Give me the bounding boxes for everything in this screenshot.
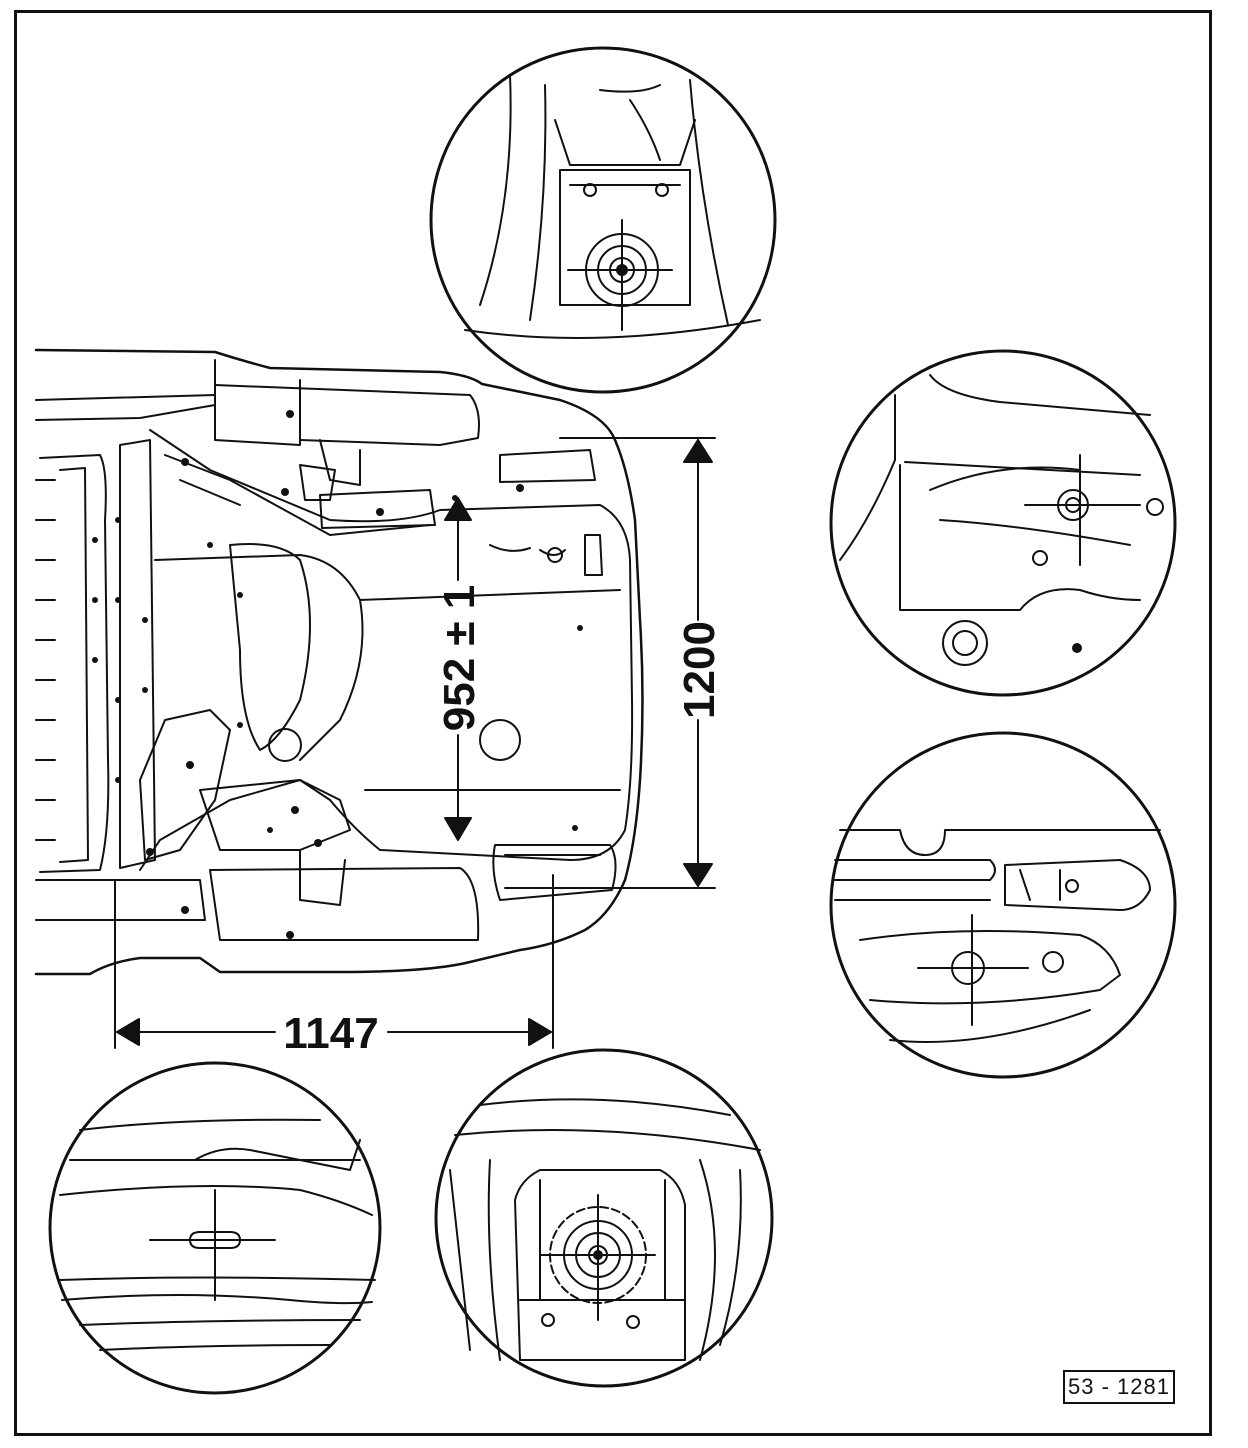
dimension-lines (114, 437, 716, 1049)
dimension-1147-label: 1147 (283, 1009, 378, 1058)
detail-sill-point (48, 1061, 382, 1395)
drawing-frame (14, 10, 1212, 1436)
underbody-drawing (34, 348, 644, 976)
detail-right-upper-point (829, 349, 1177, 697)
figure-reference: 53 - 1281 (1063, 1370, 1175, 1404)
dimension-1200-label: 1200 (675, 621, 724, 719)
detail-rear-mount-bottom (434, 1048, 774, 1388)
detail-right-lower-point (829, 731, 1177, 1079)
dimension-952-label: 952 ± 1 (435, 585, 484, 731)
detail-front-mount-top (429, 46, 777, 394)
